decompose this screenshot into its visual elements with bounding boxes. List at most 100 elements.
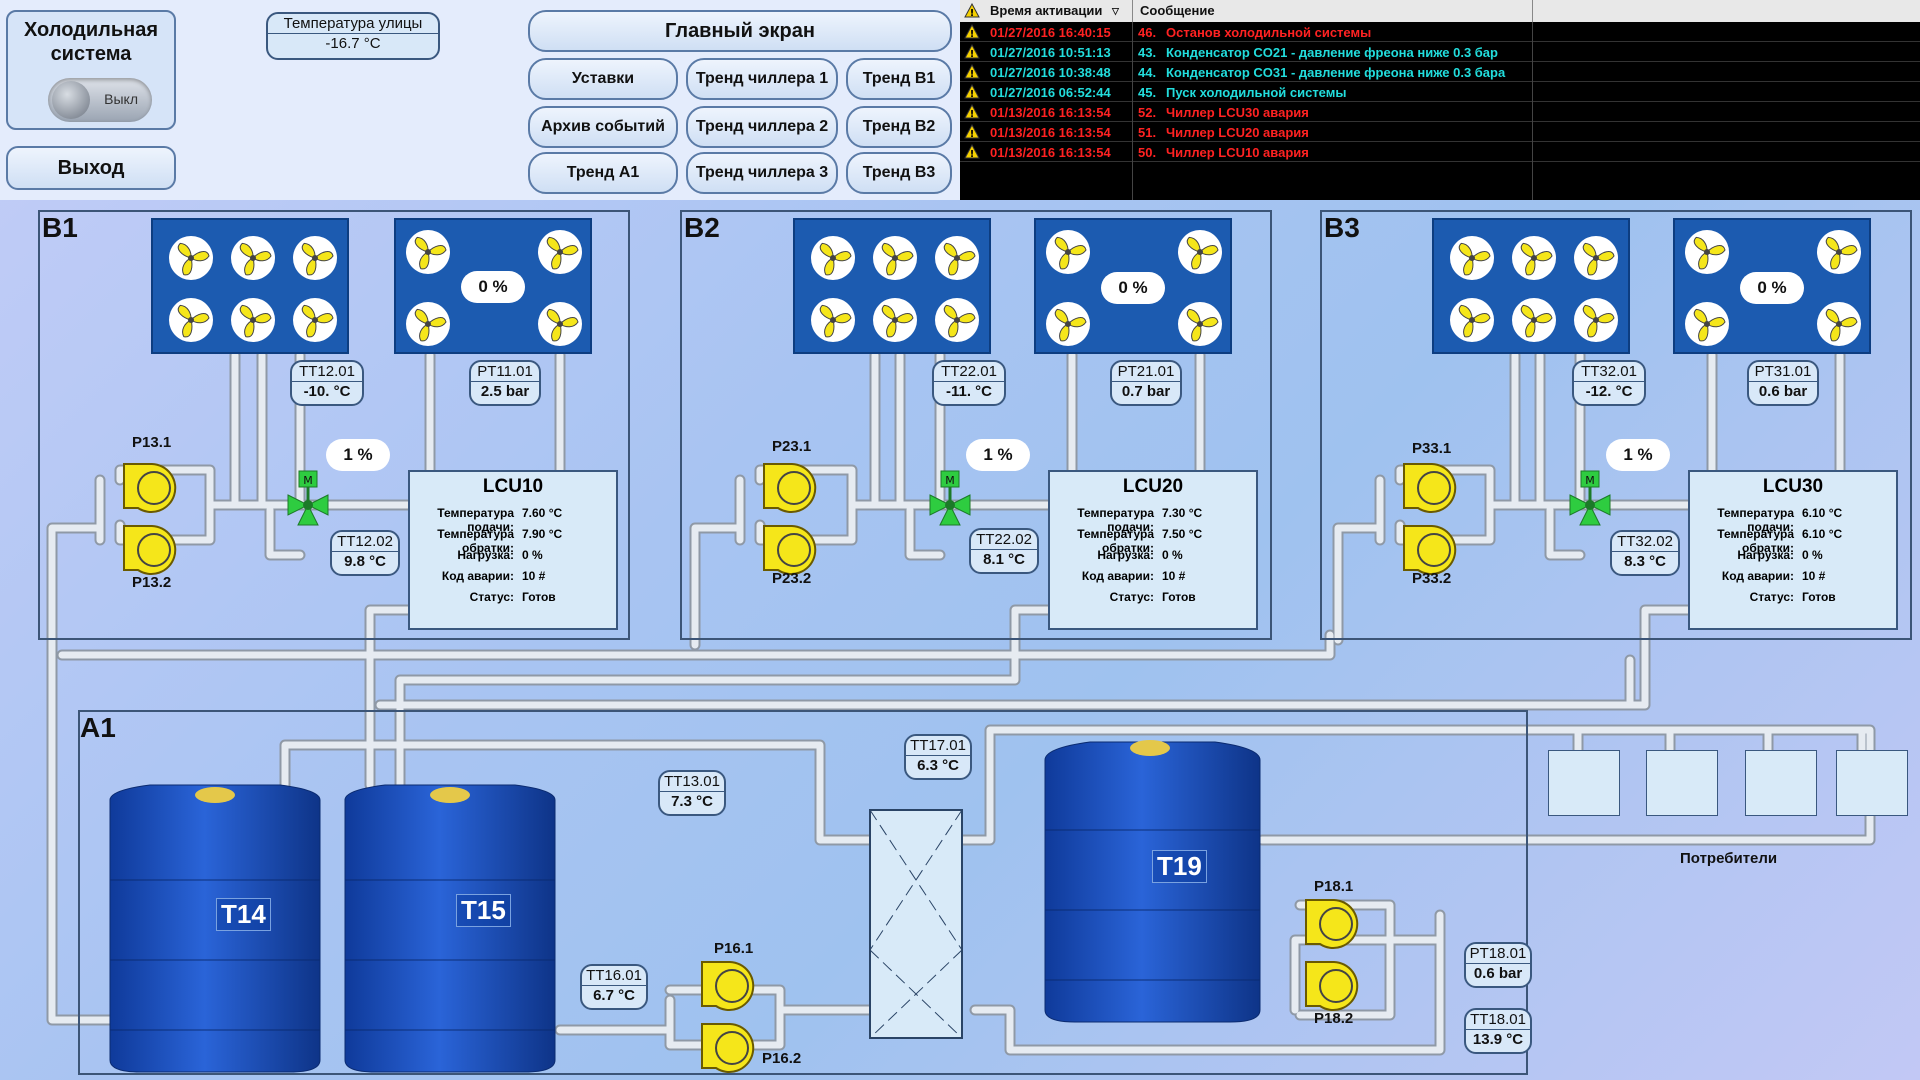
trend-chiller3-button[interactable]: Тренд чиллера 3 (686, 152, 838, 194)
svg-text:!: ! (970, 49, 975, 60)
exit-button[interactable]: Выход (6, 146, 176, 190)
fan-icon (229, 234, 277, 282)
lcu30-supply-label: Температура подачи: (1717, 506, 1794, 534)
lcu10-panel[interactable]: LCU10 Температура подачи:7.60 °C Темпера… (408, 470, 618, 630)
svg-text:!: ! (970, 149, 975, 160)
alarm-message: Пуск холодильной системы (1166, 85, 1347, 100)
b1-dry-cooler (151, 218, 349, 354)
trend-chiller2-button[interactable]: Тренд чиллера 2 (686, 106, 838, 148)
lcu30-return-value: 6.10 °C (1802, 527, 1843, 541)
section-b1-label: B1 (42, 212, 78, 243)
warning-icon: ! (964, 84, 980, 100)
street-temp-value: -16.7 °C (325, 35, 381, 52)
pump-label-p33-1: P33.1 (1412, 440, 1452, 457)
fan-icon (291, 296, 339, 344)
warning-icon: ! (964, 64, 980, 80)
trend-b1-button[interactable]: Тренд B1 (846, 58, 952, 100)
b1-tt-bottom-name: TT12.02 (332, 532, 398, 552)
column-time[interactable]: Время активации (990, 3, 1103, 18)
section-b2 (680, 210, 1272, 640)
lcu20-load-label: Нагрузка: (1097, 548, 1154, 562)
b3-condenser-percent: 0 % (1740, 272, 1804, 304)
tank-t14-label: T14 (216, 898, 271, 931)
warning-icon: ! (964, 144, 980, 160)
fan-icon (167, 296, 215, 344)
fan-icon (229, 296, 277, 344)
sort-icon[interactable]: ▽ (1112, 6, 1119, 16)
alarm-number: 51. (1138, 125, 1157, 140)
fan-icon (536, 228, 584, 276)
consumer-1[interactable] (1548, 750, 1620, 816)
lcu20-load-value: 0 % (1162, 548, 1183, 562)
fan-icon (1815, 228, 1863, 276)
lcu30-return-label: Температура обратки: (1717, 527, 1794, 555)
consumer-3[interactable] (1745, 750, 1817, 816)
consumer-4[interactable] (1836, 750, 1908, 816)
b3-pt-name: PT31.01 (1749, 362, 1817, 382)
svg-text:!: ! (970, 109, 975, 120)
trend-a1-button[interactable]: Тренд A1 (528, 152, 678, 194)
main-screen-button[interactable]: Главный экран (528, 10, 952, 52)
trend-b3-button[interactable]: Тренд B3 (846, 152, 952, 194)
lcu10-fault-value: 10 # (522, 569, 546, 583)
street-temp-label: Температура улицы (268, 14, 438, 34)
lcu10-return-value: 7.90 °C (522, 527, 563, 541)
lcu10-return-label: Температура обратки: (437, 527, 514, 555)
alarm-time: 01/13/2016 16:13:54 (990, 145, 1111, 160)
alarm-time: 01/27/2016 10:51:13 (990, 45, 1111, 60)
lcu10-name: LCU10 (482, 476, 544, 497)
svg-text:!: ! (970, 129, 975, 140)
lcu20-return-value: 7.50 °C (1162, 527, 1203, 541)
section-b2-label: B2 (684, 212, 720, 243)
section-a1 (78, 710, 1528, 1075)
fan-icon (1448, 296, 1496, 344)
warning-icon: ! (964, 44, 980, 60)
b2-tt-top-name: TT22.01 (934, 362, 1004, 382)
fan-icon (291, 234, 339, 282)
settings-button[interactable]: Уставки (528, 58, 678, 100)
fan-icon (871, 296, 919, 344)
lcu30-load-value: 0 % (1802, 548, 1823, 562)
consumer-2[interactable] (1646, 750, 1718, 816)
fan-icon (933, 296, 981, 344)
fan-icon (404, 300, 452, 348)
svg-text:!: ! (970, 89, 975, 100)
pump-label-p18-1: P18.1 (1314, 878, 1354, 895)
alarm-number: 44. (1138, 65, 1157, 80)
fan-icon (1572, 234, 1620, 282)
fan-icon (809, 296, 857, 344)
column-message[interactable]: Сообщение (1140, 3, 1215, 18)
b3-tt-top-name: TT32.01 (1574, 362, 1644, 382)
lcu30-panel[interactable]: LCU30 Температура подачи:6.10 °C Темпера… (1688, 470, 1898, 630)
warning-icon: ! (964, 124, 980, 140)
fan-icon (1572, 296, 1620, 344)
event-archive-button[interactable]: Архив событий (528, 106, 678, 148)
lcu20-panel[interactable]: LCU20 Температура подачи:7.30 °C Темпера… (1048, 470, 1258, 630)
trend-b2-button[interactable]: Тренд B2 (846, 106, 952, 148)
alarm-time: 01/13/2016 16:13:54 (990, 105, 1111, 120)
pump-label-p18-2: P18.2 (1314, 1010, 1354, 1027)
tank-t19-label: T19 (1152, 850, 1207, 883)
tank-shapes (109, 740, 1261, 1073)
alarm-time: 01/27/2016 06:52:44 (990, 85, 1111, 100)
alarm-message: Конденсатор CO21 - давление фреона ниже … (1166, 45, 1498, 60)
section-a1-label: A1 (80, 712, 116, 743)
b1-tt-top-value: -10. °C (303, 383, 351, 400)
system-title: Холодильная система (23, 19, 159, 65)
svg-text:!: ! (970, 29, 975, 40)
trend-chiller1-button[interactable]: Тренд чиллера 1 (686, 58, 838, 100)
fan-icon (1176, 228, 1224, 276)
lcu20-return-label: Температура обратки: (1077, 527, 1154, 555)
fan-icon (536, 300, 584, 348)
b3-valve-percent: 1 % (1606, 439, 1670, 471)
system-toggle[interactable]: Выкл (48, 78, 152, 122)
